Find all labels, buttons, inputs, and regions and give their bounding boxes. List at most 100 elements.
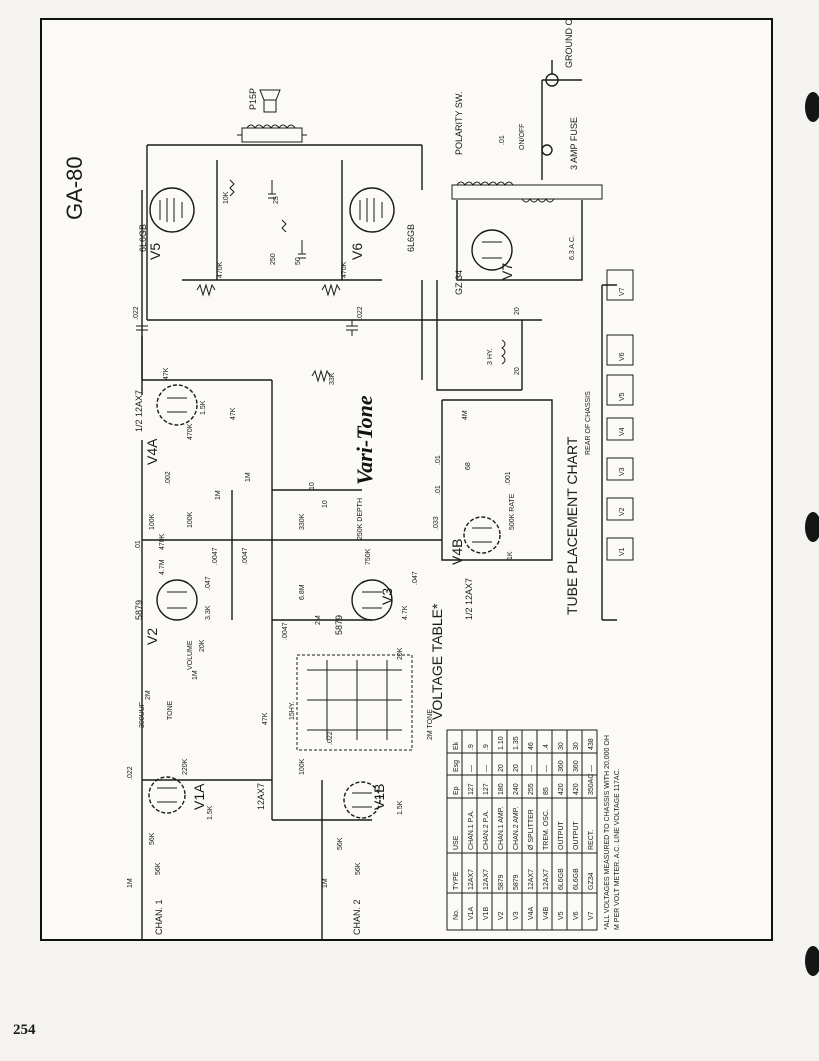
- c-01-a: .01: [135, 540, 142, 550]
- r-330k: 330K: [299, 513, 306, 530]
- voltage-table-cell: 12AX7: [543, 869, 550, 890]
- voltage-table-cell: 20: [513, 764, 520, 772]
- voltage-table-cell: 420: [573, 783, 580, 795]
- r-4-7m: 4.7M: [159, 559, 166, 575]
- punch-hole-icon: [805, 512, 819, 542]
- r-470k-d: 470K: [159, 533, 166, 550]
- voltage-table-header: USE: [453, 835, 460, 850]
- voltage-table-cell: 360: [558, 760, 565, 772]
- r-220k: 220K: [182, 758, 189, 775]
- v6-type: 6L6GB: [406, 224, 416, 252]
- cathode-network: [229, 179, 306, 259]
- r-1-5k-a: 1.5K: [200, 400, 207, 415]
- tone-network-ch2: [296, 654, 413, 751]
- voltage-table-title: VOLTAGE TABLE*: [429, 603, 445, 720]
- placement-slot-v3: V3: [606, 457, 634, 481]
- voltage-table-header: Ek: [453, 741, 460, 750]
- voltage-table-cell: .4: [543, 744, 550, 750]
- ground-clip-label: GROUND CLIP: [564, 20, 574, 68]
- c-0047-c: .0047: [282, 622, 289, 640]
- voltage-table-cell: CHAN.1 P.A.: [468, 810, 475, 850]
- r-1k: 1K: [507, 551, 514, 560]
- tube-v4b: [463, 516, 501, 554]
- voltage-table-cell: 30: [558, 742, 565, 750]
- voltage-table-cell: V7: [588, 911, 595, 920]
- voltage-table-cell: 30: [573, 742, 580, 750]
- placement-title: TUBE PLACEMENT CHART: [564, 436, 580, 615]
- v7-type: GZ 34: [454, 270, 464, 295]
- tube-v5: [149, 187, 195, 233]
- r-100k-b: 100K: [149, 513, 156, 530]
- voltage-table-cell: RECT.: [588, 830, 595, 850]
- schematic-frame: GA-80 P15P V5 6L6GB V6 6L6GB 10K 25 250 …: [40, 18, 773, 941]
- placement-slot-v6: V6: [606, 334, 634, 366]
- tone-label: TONE: [167, 700, 174, 720]
- r-500k: 500K RATE: [509, 493, 516, 530]
- r-68: 68: [465, 462, 472, 470]
- v4a-type: 1/2 12AX7: [134, 390, 144, 432]
- c-10c: 10: [322, 500, 329, 508]
- r-47k-d: 47K: [262, 712, 269, 725]
- v4a-label: V4A: [144, 438, 160, 465]
- voltage-table-cell: 240: [513, 783, 520, 795]
- r-750k: 750K: [365, 548, 372, 565]
- voltage-table-cell: 127: [483, 783, 490, 795]
- voltage-table-header: Esg: [453, 760, 460, 772]
- voltage-table-cell: 180: [498, 783, 505, 795]
- voltage-table-cell: 350AC: [588, 774, 595, 795]
- voltage-table-cell: Ø SPLITTER: [528, 809, 535, 850]
- v1a-label: V1A: [191, 783, 207, 810]
- voltage-table-cell: 46: [528, 742, 535, 750]
- tone-2m: 2M TONE: [427, 709, 434, 740]
- tube-v6: [349, 187, 395, 233]
- v1b-label: V1B: [371, 784, 387, 810]
- choke-label: 3 HY.: [487, 348, 494, 365]
- voltage-table-cell: 438: [588, 738, 595, 750]
- voltage-table-cell: V4B: [543, 906, 550, 920]
- voltage-table-cell: GZ34: [588, 872, 595, 890]
- c-01b: .01: [435, 455, 442, 465]
- cap-01-top: .01: [499, 135, 506, 145]
- voltage-table-header: No.: [453, 909, 460, 920]
- tube-v3: [351, 579, 393, 621]
- c-25: 25: [273, 196, 280, 204]
- r-3-3k: 3.3K: [205, 605, 212, 620]
- chan1-label: CHAN. 1: [154, 899, 164, 935]
- punch-hole-icon: [805, 946, 819, 976]
- c-022-c: .022: [127, 766, 134, 780]
- schematic-diagram: GA-80 P15P V5 6L6GB V6 6L6GB 10K 25 250 …: [62, 20, 634, 940]
- voltage-table-header: TYPE: [453, 871, 460, 890]
- voltage-table-cell: —: [483, 765, 490, 772]
- voltage-table-cell: —: [528, 765, 535, 772]
- r-100k-a: 100K: [187, 511, 194, 528]
- v2-type: 5879: [134, 600, 144, 620]
- voltage-table-cell: 5879: [513, 874, 520, 890]
- placement-slot-label: V4: [619, 427, 626, 436]
- placement-slot-v7: V7: [606, 269, 634, 301]
- output-transformer: [237, 124, 307, 143]
- voltage-table-cell: 1.10: [498, 736, 505, 750]
- r-33k: 33K: [329, 372, 336, 385]
- c-002: .002: [165, 471, 172, 485]
- voltage-table-cell: V1B: [483, 906, 490, 920]
- tube-v1a: [148, 776, 186, 814]
- voltage-table-cell: 5879: [498, 874, 505, 890]
- voltage-table-cell: V6: [573, 911, 580, 920]
- placement-slot-label: V7: [619, 287, 626, 296]
- voltage-table-cell: CHAN.2 P.A.: [483, 810, 490, 850]
- r-1m-d: 1M: [322, 878, 329, 888]
- tube-v4a: [156, 384, 198, 426]
- placement-slot-label: V1: [619, 547, 626, 556]
- c-0047-a: .0047: [212, 547, 219, 565]
- voltage-table-cell: 12AX7: [528, 869, 535, 890]
- voltage-table-header: Ep: [453, 786, 460, 795]
- voltage-table-cell: 6L6GB: [573, 868, 580, 890]
- voltage-table-cell: V1A: [468, 906, 475, 920]
- voltage-table-cell: 360: [573, 760, 580, 772]
- voltage-table-cell: 1.35: [513, 736, 520, 750]
